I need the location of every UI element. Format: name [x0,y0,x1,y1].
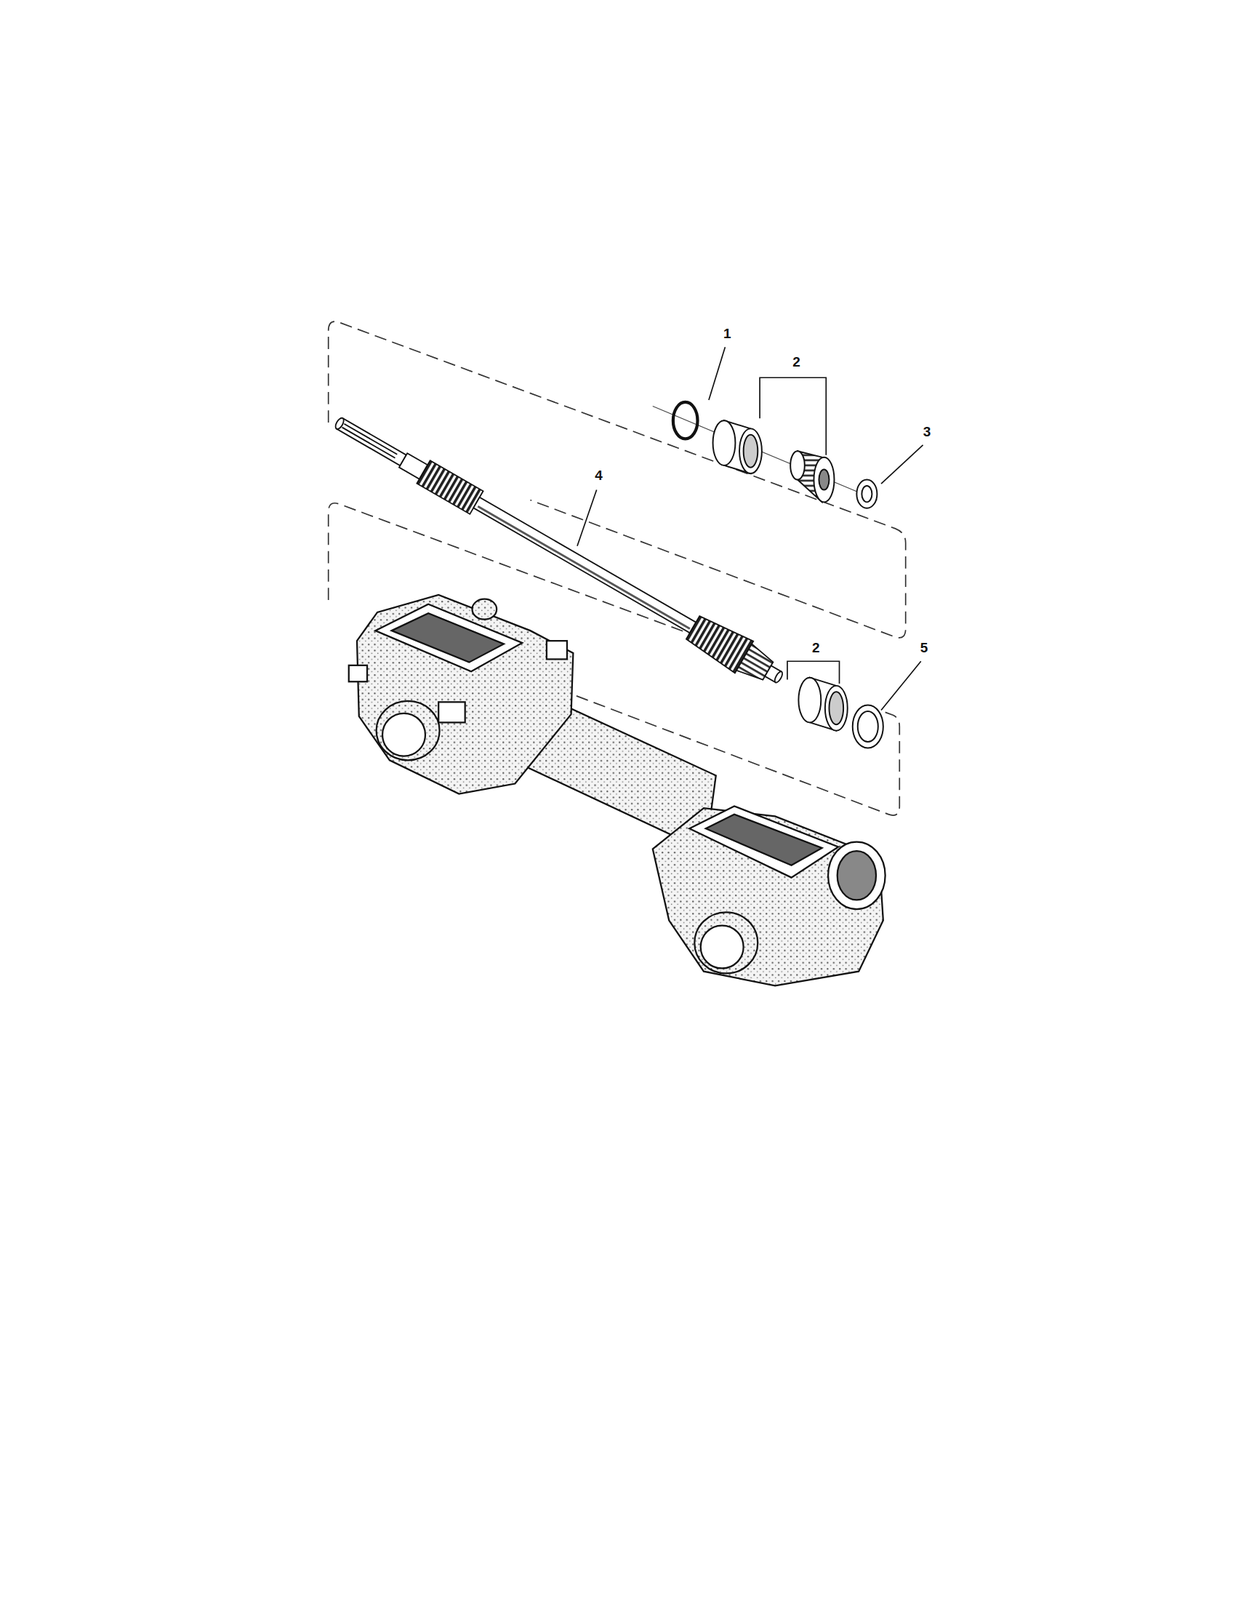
spline-groove [342,427,396,459]
washer [856,479,877,509]
right-flange [689,805,839,877]
right-end-bore [837,850,877,900]
right-opening [705,814,823,866]
left-flange [375,604,522,672]
lower-parts [798,677,883,749]
left-opening [391,612,504,662]
left-bore [382,713,426,757]
upper-parts [652,402,878,509]
right-bore [700,925,744,969]
callout-number: 1 [723,326,732,341]
left-boss [376,700,440,760]
worm-gear [416,460,483,514]
bearing-cone-bore [818,468,829,490]
shim-washer [852,705,884,749]
spline-end [336,418,407,466]
shaft-end [773,670,784,684]
leader-line [708,346,725,400]
leader-bracket [787,660,840,684]
shaft-rod [473,497,696,633]
mount-tab [546,640,568,659]
mount-tab [438,701,465,722]
left-gearcase [356,594,573,794]
shaft-shade [477,505,690,629]
snap-ring [673,402,698,440]
callout-number: 4 [594,468,603,483]
bearing-cup [825,685,848,731]
worm-shaft [327,405,791,694]
spline-groove [343,423,397,455]
washer-hole [861,485,872,502]
bearing-cup [798,677,821,723]
leader-line [881,444,924,484]
callout-number: 2 [812,640,821,655]
left-side-boss [472,599,498,620]
callout-number: 3 [923,424,932,439]
bearing-cone [790,450,805,480]
leader-bracket [759,377,826,456]
shim-washer-hole [857,711,879,742]
bearing-cone [813,457,834,503]
leader-line [577,490,597,546]
right-boss [694,911,758,973]
mount-tab [348,665,368,682]
center-line [652,406,878,501]
right-gearcase [652,807,884,986]
leader-lines [577,346,924,710]
right-end-flange [828,841,886,910]
shaft-end [333,416,346,431]
callout-number: 5 [920,640,929,655]
bearing-cup [739,428,762,474]
bearing-cup [713,420,736,466]
leader-line [881,660,922,710]
upper-bracket [328,321,906,638]
bearing-cup-bore [828,691,844,725]
axle-housing [348,594,886,986]
callout-number: 2 [792,354,801,369]
bearing-cup-bore [743,434,759,468]
